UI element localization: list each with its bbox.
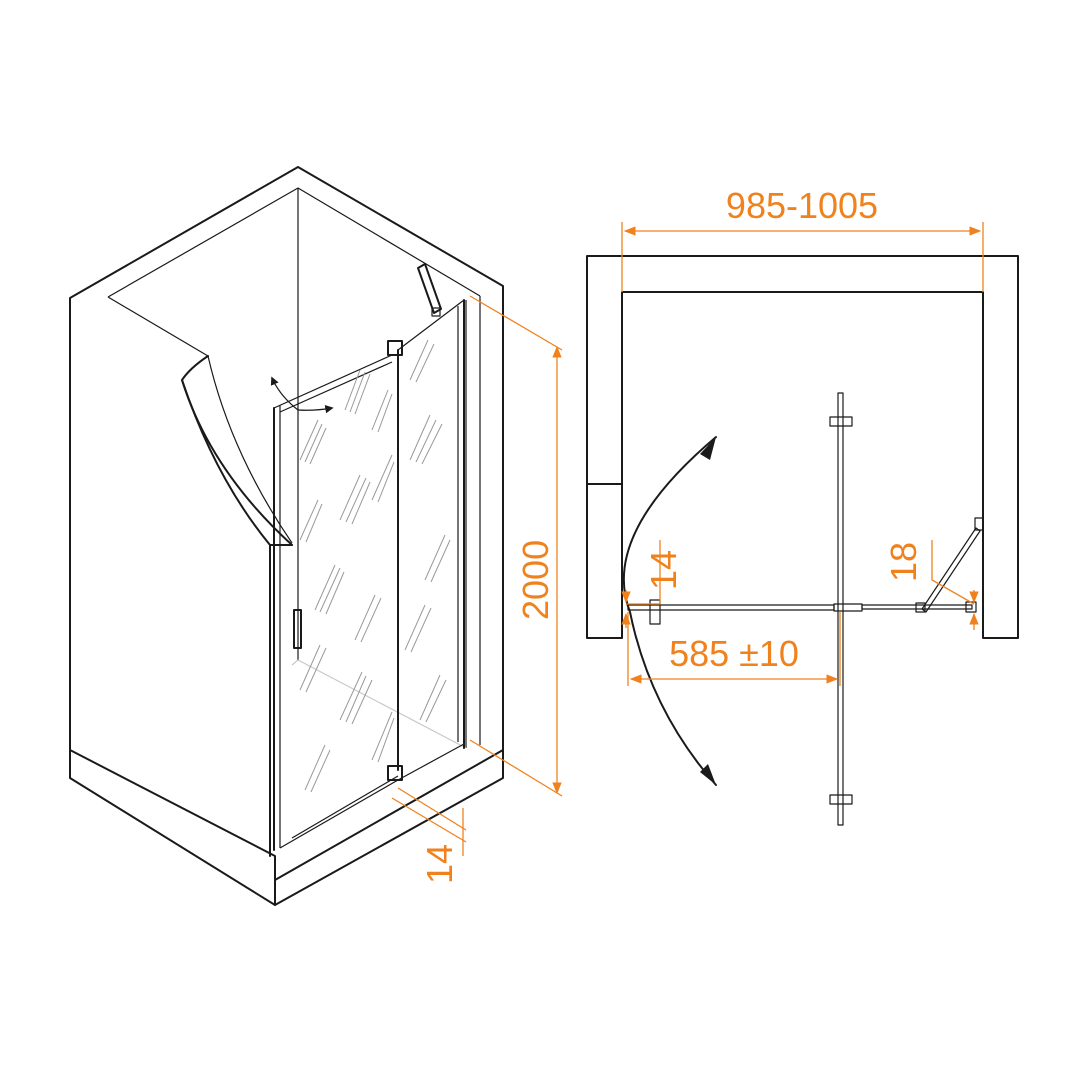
glass-texture [299, 339, 451, 793]
stabilizer-bar [417, 263, 442, 314]
door-width-label: 585 ±10 [669, 633, 799, 674]
isometric-view: 2000 14 [69, 166, 563, 906]
door-width-dimension: 585 ±10 [627, 612, 841, 686]
plan-handle [649, 599, 661, 625]
iso-profile-label: 14 [419, 844, 460, 884]
profile-dimension-iso: 14 [391, 787, 467, 884]
door-swing-arc [622, 436, 717, 786]
plan-stabilizer [921, 527, 981, 613]
left-wall-stub [586, 483, 623, 639]
door-panel-plan [627, 599, 977, 625]
bottom-hinge [387, 765, 403, 781]
top-hinge [387, 340, 403, 356]
right-profile-dimension: 18 [883, 540, 979, 630]
swing-arrow-out [297, 405, 334, 414]
right-profile-label: 18 [883, 542, 924, 582]
plan-view: 985-1005 585 ±10 14 18 [586, 185, 1019, 826]
height-dimension: 2000 [469, 295, 563, 797]
door-panel-open [829, 392, 853, 826]
width-label: 985-1005 [726, 185, 878, 226]
fixed-panel-plan [861, 604, 973, 610]
swing-arrow-top [700, 437, 716, 460]
stabilizer-clamp [431, 307, 441, 317]
left-profile-label: 14 [643, 550, 684, 590]
height-label: 2000 [515, 540, 556, 620]
shower-door [270, 263, 465, 851]
swing-arrow-bottom [700, 764, 716, 785]
door-handle [293, 609, 302, 649]
width-dimension: 985-1005 [621, 185, 984, 292]
niche-walls [69, 166, 504, 906]
left-profile-dimension: 14 [621, 540, 684, 628]
swing-arrow-in [270, 376, 299, 411]
